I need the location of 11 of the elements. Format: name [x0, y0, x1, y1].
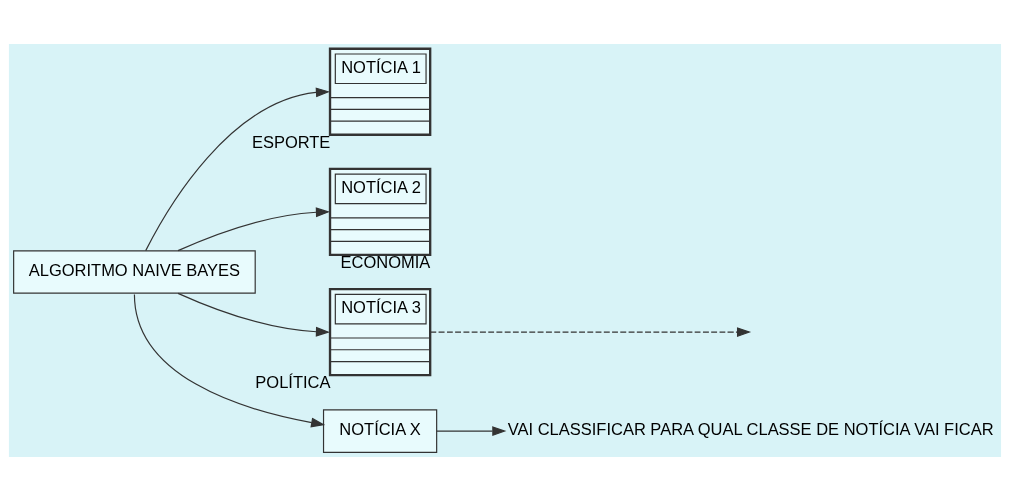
arrow: [145, 87, 331, 252]
arrow: [177, 292, 331, 337]
node-label: ESPORTE: [251, 132, 331, 151]
node-label: POLÍTICA: [255, 373, 331, 392]
arrow: [429, 327, 752, 338]
arrow: [436, 426, 507, 437]
node-box: NOTÍCIA X: [322, 409, 438, 453]
node-box: ALGORITMO NAIVE BAYES: [13, 250, 256, 294]
node-text: VAI CLASSIFICAR PARA QUAL CLASSE DE NOTÍCIA VAI FICAR: [507, 420, 994, 439]
arrow: [177, 207, 331, 252]
arrow: [133, 293, 326, 428]
